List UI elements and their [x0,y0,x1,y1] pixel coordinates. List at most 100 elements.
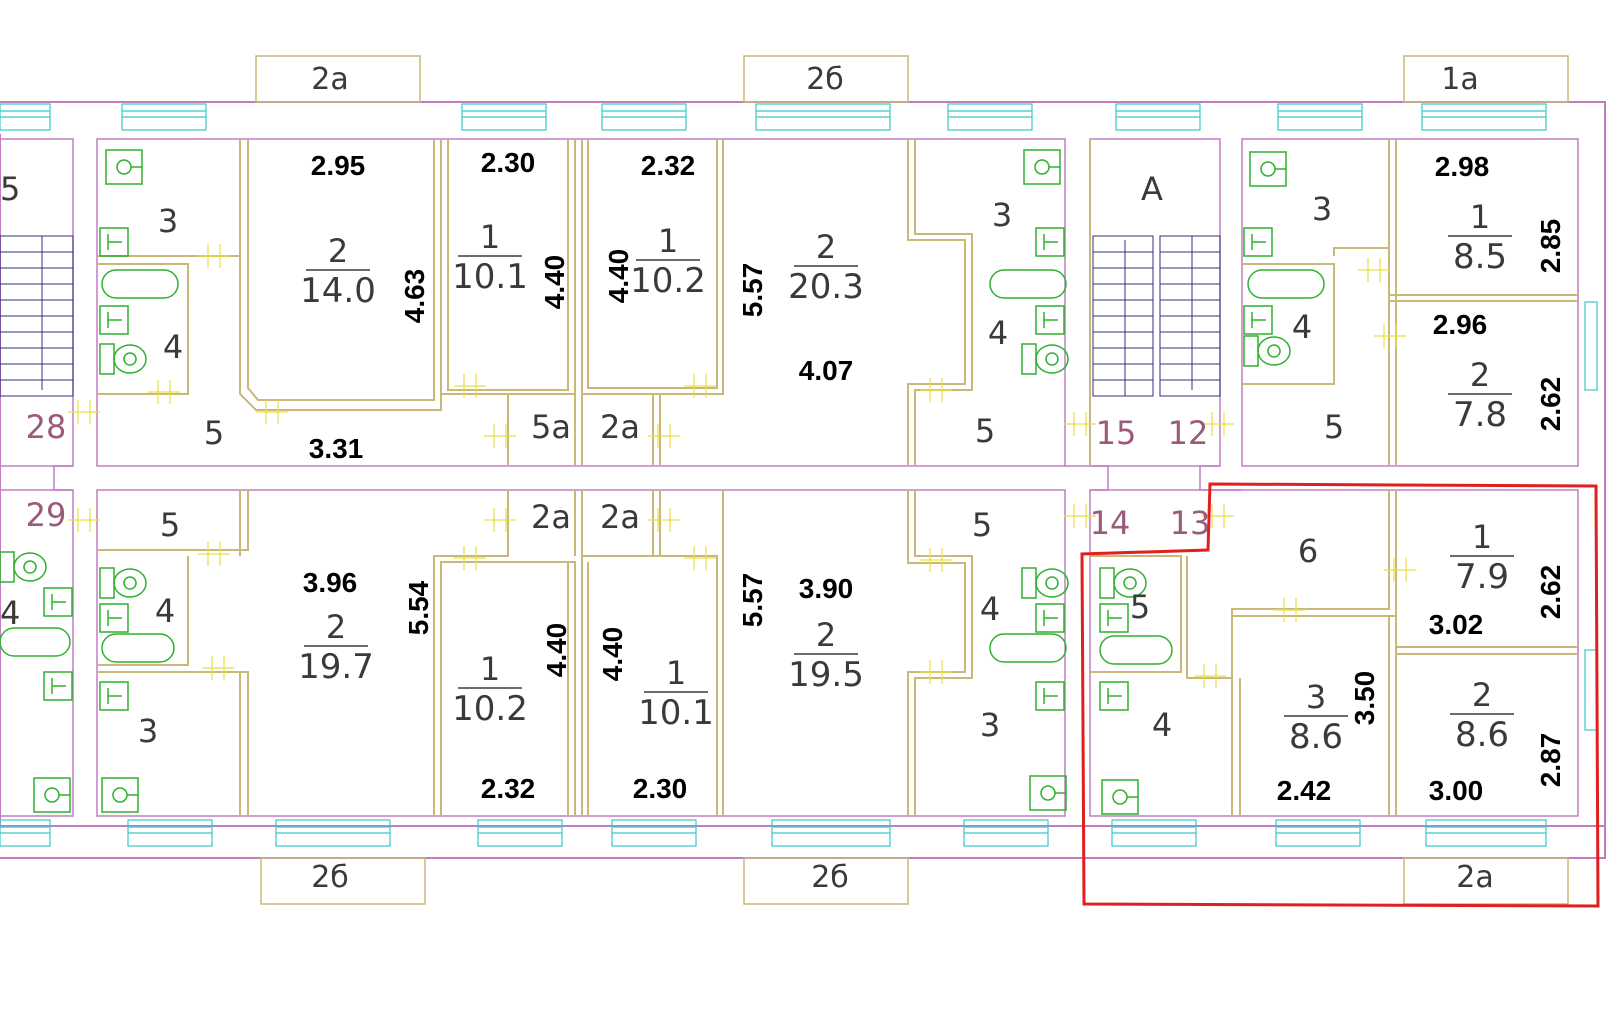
valve-icon [1243,305,1273,335]
room-type-number: 1 [480,218,500,256]
valve-box [1035,305,1065,335]
dimension: 3.96 [303,567,358,598]
door-mark [1064,504,1096,528]
dimension: 2.42 [1277,775,1332,806]
room-number: 5а [531,408,571,446]
toilet-seat [123,576,137,590]
door-mark [454,546,486,570]
sink-icon [1023,149,1061,185]
room-type-number: 1 [666,654,686,692]
valve-box [99,227,129,257]
window [461,103,547,131]
sink-drain [44,787,60,803]
valve-icon [43,671,73,701]
balcony-top-3 [1403,55,1569,103]
valve-icon [99,305,129,335]
door-mark [684,546,716,570]
room-area: 10.1 [452,257,528,297]
dimension: 3.00 [1429,775,1484,806]
toilet-icon [1021,343,1069,375]
dimension: 2.32 [641,150,696,181]
toilet-tank [99,343,115,375]
door-marks [68,244,1416,688]
room-type-number: 2 [1470,356,1490,394]
room-fraction: 220.3 [788,228,864,307]
stair-number: 28 [26,408,67,446]
sink-icon [105,149,143,185]
room-area: 10.2 [630,261,706,301]
dimension: 4.40 [541,623,572,678]
room-type-number: 2 [1472,676,1492,714]
room-fraction: 110.1 [638,654,714,733]
stair-number: 12 [1168,414,1209,452]
dimension: 2.32 [481,773,536,804]
window [963,819,1049,847]
valve-box [43,671,73,701]
stair-number: 15 [1096,414,1137,452]
dimension: 4.07 [799,355,854,386]
sink-drain [112,787,128,803]
room-number: 3 [158,202,178,240]
sink-drain [1112,789,1128,805]
room-number: 3 [980,706,1000,744]
toilet-tank [0,551,15,583]
room-area: 8.6 [1289,717,1343,757]
valve-icon [1035,681,1065,711]
valve-box [1099,681,1129,711]
room-number: 3 [1312,190,1332,228]
door-mark [1374,324,1406,348]
room-fraction: 219.5 [788,616,864,695]
toilet-bowl [113,344,147,374]
room-number: 2а [600,498,640,536]
room-fraction: 214.0 [300,232,376,311]
toilet-bowl [113,568,147,598]
valve-box [1099,603,1129,633]
room-type-number: 2 [816,228,836,266]
balcony-labels: 2а 2б 1а 2б 2б 2а [311,62,1494,895]
room-number: 5 [972,506,992,544]
bathtub-icon [101,633,175,663]
sink-drain [116,159,132,175]
door-mark [68,508,100,532]
room-number: 4 [163,328,183,366]
toilet-icon [1243,335,1291,367]
window [1111,819,1197,847]
toilet-seat [123,352,137,366]
balcony-label: 2а [311,62,348,97]
highlight-outline [1080,482,1600,908]
stair-number: 13 [1170,504,1211,542]
valve-box [1243,227,1273,257]
window [755,103,891,131]
stair-flight [0,235,74,397]
balcony-label: 2б [311,860,349,895]
door-mark [198,244,230,268]
balcony-bottom-1 [260,857,426,905]
toilet-seat [23,560,37,574]
door-mark [920,378,952,402]
bathtub-icon [101,269,179,299]
room-area: 19.7 [298,647,374,687]
room-fraction: 28.6 [1450,676,1514,755]
room-number: A [1141,170,1163,208]
room-type-number: 2 [326,608,346,646]
dimension: 2.96 [1433,309,1488,340]
room-fraction: 38.6 [1284,678,1348,757]
door-mark [920,660,952,684]
balcony-label: 2а [1456,860,1493,895]
dimension: 4.63 [399,269,430,324]
window [127,819,213,847]
bathtub-icon [0,627,71,657]
bathtub-icon [1099,635,1173,665]
room-number: 5 [1130,588,1150,626]
valve-icon [1099,681,1129,711]
toilet-icon [1021,567,1069,599]
window [0,103,51,131]
sink-icon [101,777,139,813]
valve-box [1035,681,1065,711]
room-type-number: 1 [1470,198,1490,236]
window [611,819,697,847]
room-number: 4 [980,590,1000,628]
edge-label: 5 [0,170,20,208]
dimension: 4.40 [603,249,634,304]
